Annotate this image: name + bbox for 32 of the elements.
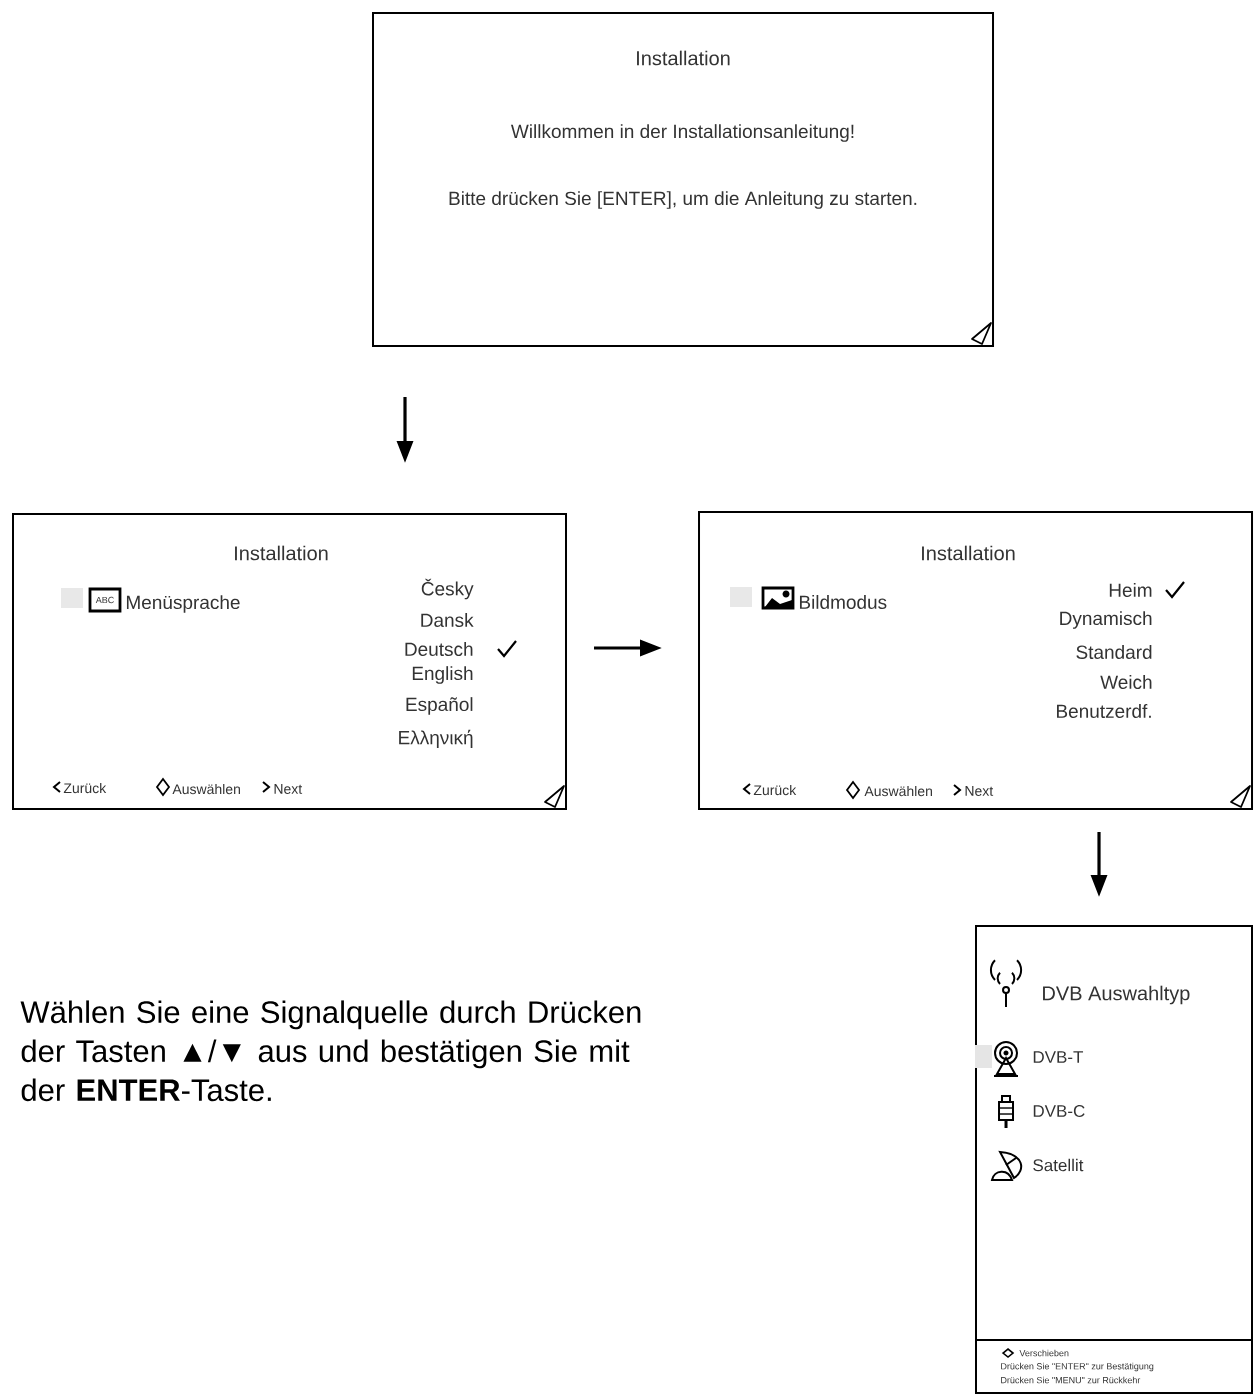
- option-text: English: [412, 666, 473, 684]
- option-text: Heim: [1109, 583, 1152, 597]
- screen-title: Installation: [235, 545, 328, 561]
- next-hint: Next: [274, 784, 303, 794]
- option-text: Deutsch: [405, 642, 473, 656]
- instruction-text: Bitte drücken Sie [ENTER], um die Anleitung zu starten.: [449, 191, 917, 209]
- select-hint: Auswählen: [864, 785, 932, 797]
- option-text: Standard: [1076, 645, 1152, 659]
- select-hint: Auswählen: [172, 783, 240, 795]
- option-text: Dynamisch: [1060, 611, 1152, 629]
- option-text: Weich: [1100, 675, 1152, 689]
- option-text: Česky: [421, 578, 474, 600]
- screen-title: Installation: [637, 50, 730, 66]
- back-hint: Zurück: [753, 784, 797, 796]
- back-hint: Zurück: [63, 782, 107, 794]
- menu-item: Bildmodus: [800, 595, 887, 609]
- footer-hint: Drücken Sie "ENTER" zur Bestätigung: [1001, 1362, 1154, 1372]
- option-text: Dansk: [421, 613, 474, 627]
- next-hint: Next: [965, 786, 994, 796]
- source-option: Satellit: [1033, 1158, 1084, 1172]
- footer-hint: Verschieben: [1019, 1349, 1069, 1357]
- menu-heading: DVB Auswahltyp: [1043, 985, 1190, 1005]
- instruction-paragraph: Wählen Sie eine Signalquelle durch Drücken der Tasten ▲/▼ aus und bestätigen Sie mit der ENTER-Taste.: [20, 1000, 641, 1102]
- option-text: Español: [406, 697, 473, 715]
- screen-title: Installation: [922, 545, 1015, 561]
- footer-hint: Drücken Sie "MENU" zur Rückkehr: [1001, 1376, 1141, 1384]
- menu-item: Menüsprache: [126, 595, 240, 613]
- source-option: DVB-C: [1033, 1105, 1085, 1117]
- option-text: Ελληνική: [399, 729, 473, 749]
- welcome-text: Willkommen in der Installationsanleitung!: [510, 124, 854, 142]
- source-option: DVB-T: [1033, 1051, 1084, 1063]
- option-text: Benutzerdf.: [1057, 704, 1151, 718]
